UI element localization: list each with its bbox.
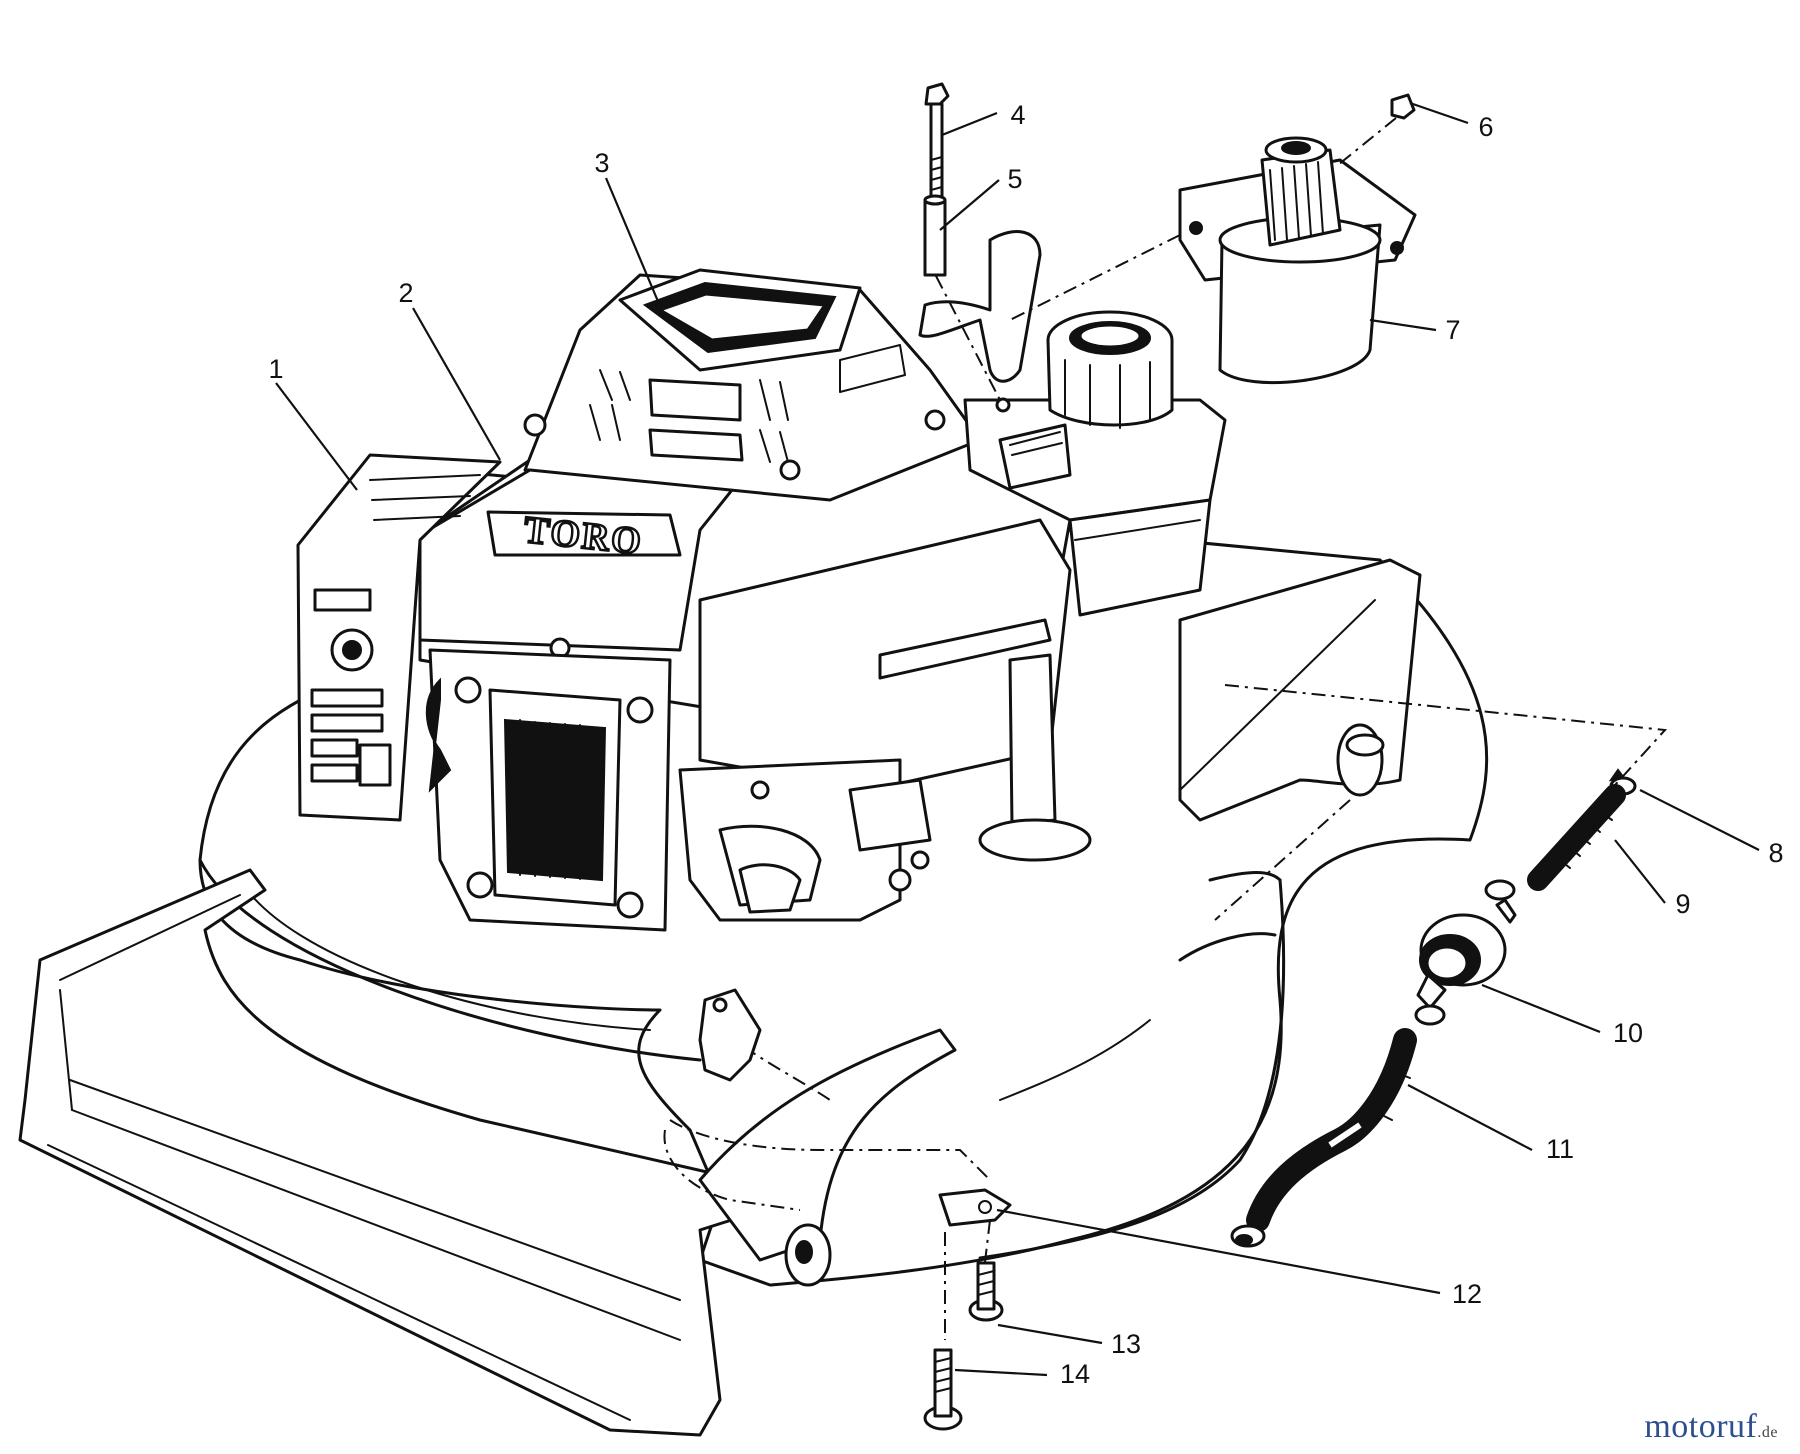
callout-4: 4: [1010, 100, 1025, 130]
bolt-and-spacer: [923, 82, 950, 277]
callout-1: 1: [268, 354, 283, 384]
callout-3: 3: [594, 148, 609, 178]
callout-10: 10: [1613, 1018, 1643, 1048]
callout-11: 11: [1546, 1134, 1574, 1164]
callout-2: 2: [398, 278, 413, 308]
callout-numbers: 1 2 3 4 5 6 7 8 9 10 11 12 13 14: [268, 100, 1783, 1389]
brand-plate: TORO: [486, 508, 682, 564]
callout-14: 14: [1060, 1359, 1090, 1389]
callout-12: 12: [1452, 1279, 1482, 1309]
callout-7: 7: [1445, 315, 1460, 345]
watermark-suffix: .de: [1757, 1424, 1778, 1441]
callout-9: 9: [1675, 889, 1690, 919]
deck-screws: [923, 1261, 1004, 1431]
callout-5: 5: [1007, 164, 1022, 194]
callout-13: 13: [1111, 1329, 1141, 1359]
engine: TORO: [296, 230, 1227, 932]
leader-lines: [275, 101, 1760, 1377]
fuel-line-assembly: [1230, 768, 1637, 1248]
ignition-module: [1178, 93, 1417, 385]
watermark: motoruf.de: [1644, 1408, 1778, 1446]
watermark-name: motoruf: [1644, 1408, 1758, 1445]
callout-8: 8: [1768, 838, 1783, 868]
callout-6: 6: [1478, 112, 1493, 142]
assembly-lines: [935, 117, 1668, 1340]
